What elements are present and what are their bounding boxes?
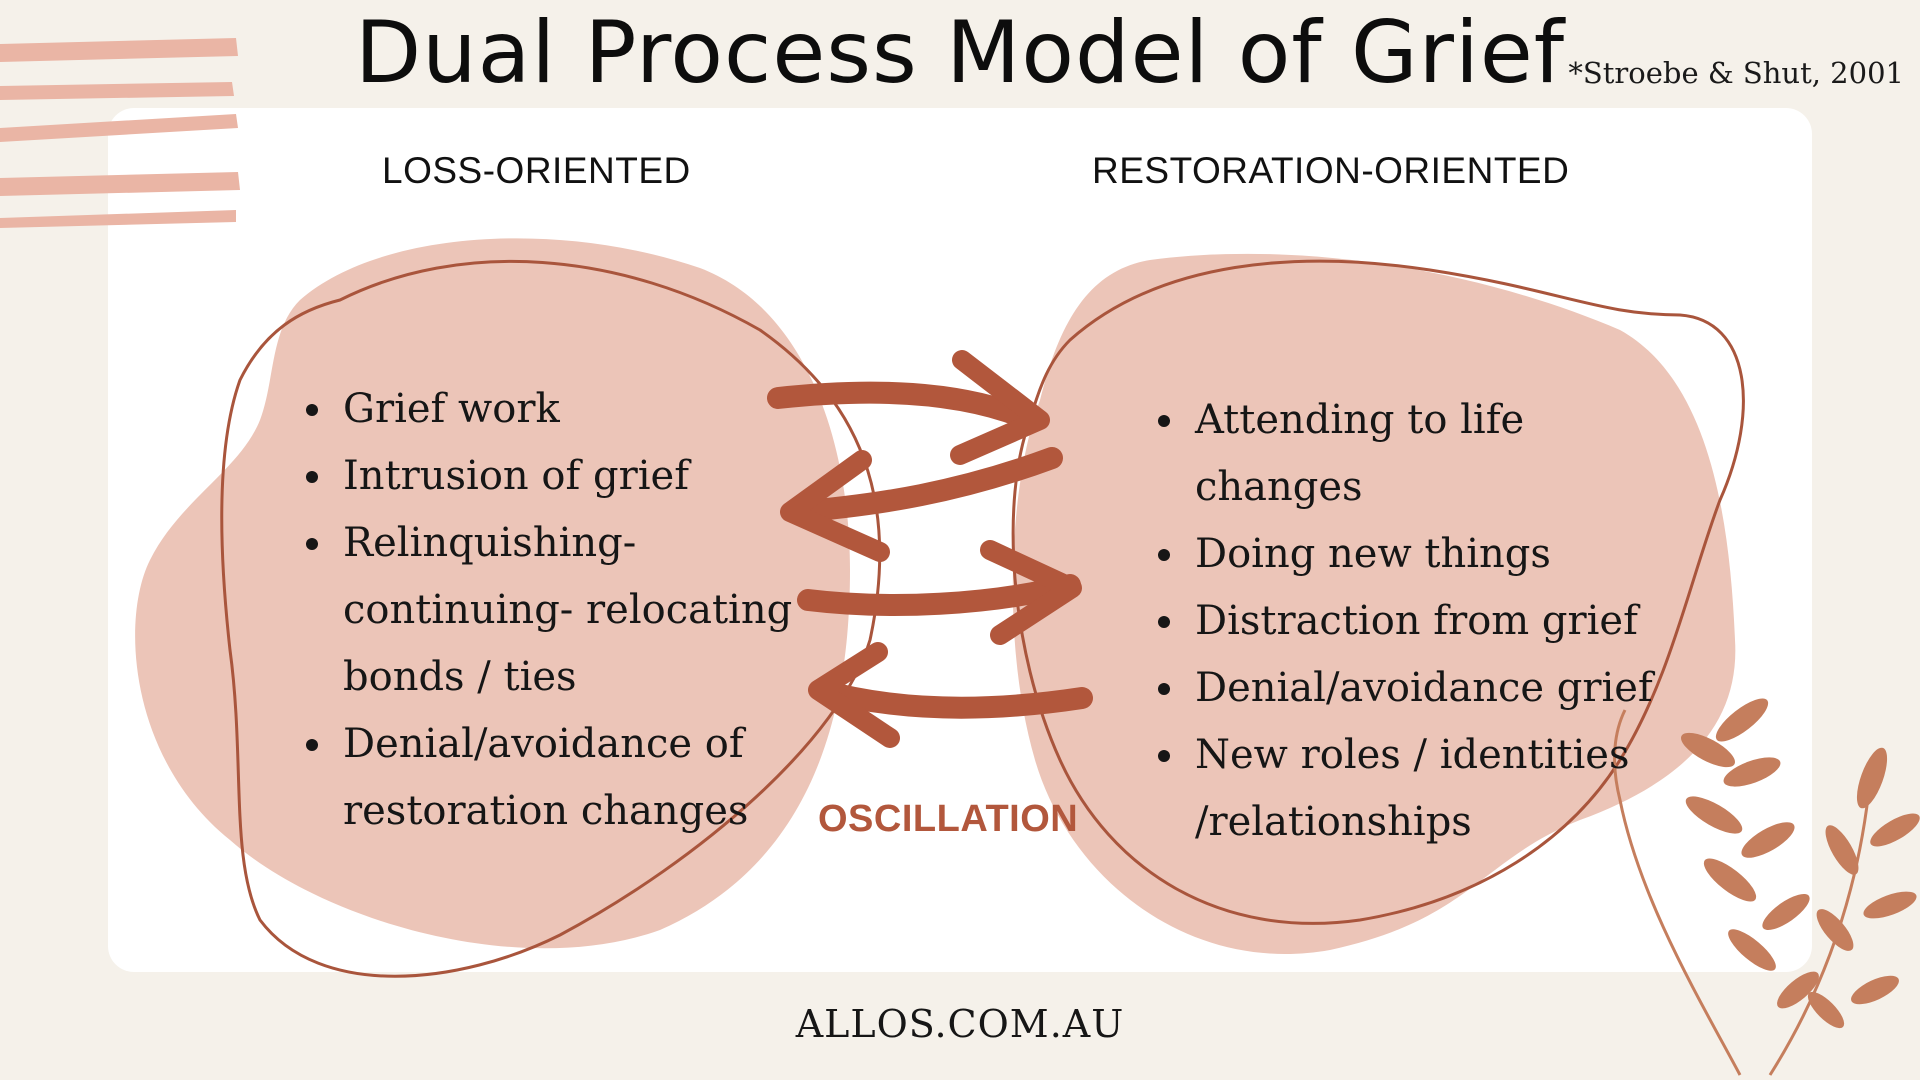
- arrow-right-shaft: [767, 381, 1041, 431]
- footer-website: ALLOS.COM.AU: [795, 1002, 1125, 1046]
- stripe-4: [0, 172, 240, 196]
- arrow-right: [767, 350, 1050, 465]
- restoration-outline: [1011, 259, 1745, 925]
- leaf: [1807, 991, 1845, 1029]
- arrow-left-head: [808, 642, 900, 748]
- oscillation-label: OSCILLATION: [818, 798, 1079, 840]
- leaf: [1856, 747, 1888, 809]
- list-item: Relinquishing- continuing- relocating bo…: [306, 510, 846, 711]
- arrow-left: [808, 642, 1093, 748]
- leaf: [1685, 796, 1743, 834]
- leaf: [1777, 971, 1819, 1009]
- leaf-stem: [1613, 709, 1742, 1076]
- leaf: [1816, 909, 1854, 951]
- arrow-right: [797, 540, 1082, 645]
- list-item: Doing new things: [1158, 521, 1678, 588]
- restoration-oriented-heading: RESTORATION-ORIENTED: [1092, 150, 1570, 191]
- oscillation-arrows: [767, 350, 1093, 748]
- leaf: [1825, 825, 1859, 875]
- leaf: [1762, 893, 1810, 931]
- page-title: Dual Process Model of Grief: [354, 3, 1566, 103]
- arrow-left-head: [780, 450, 890, 562]
- stripe-1: [0, 38, 238, 62]
- restoration-oriented-list: Attending to life changes Doing new thin…: [1158, 387, 1678, 856]
- restoration-blob: [1012, 253, 1736, 955]
- stripe-5: [0, 210, 236, 228]
- arrow-left-shaft: [809, 679, 1093, 719]
- loss-oriented-list: Grief work Intrusion of grief Relinquish…: [306, 376, 846, 845]
- list-item: Denial/avoidance of restoration changes: [306, 711, 846, 845]
- leaf: [1728, 929, 1776, 971]
- leaf: [1703, 858, 1757, 902]
- stripe-2: [0, 82, 234, 100]
- leaf-branch: [1613, 698, 1920, 1076]
- leaf: [1715, 698, 1769, 742]
- arrow-right-head: [980, 540, 1082, 645]
- arrow-left-shaft: [784, 447, 1063, 523]
- leaf: [1681, 732, 1735, 768]
- leaf: [1723, 757, 1781, 787]
- leaf: [1741, 822, 1795, 858]
- loss-oriented-heading: LOSS-ORIENTED: [382, 150, 691, 191]
- list-item: Grief work: [306, 376, 846, 443]
- list-item: Denial/avoidance grief: [1158, 655, 1678, 722]
- leaf: [1851, 975, 1899, 1005]
- decorative-stripes: [0, 38, 240, 228]
- list-item: New roles / identities /relationships: [1158, 722, 1678, 856]
- stripe-3: [0, 114, 238, 142]
- list-item: Intrusion of grief: [306, 443, 846, 510]
- arrow-right-head: [950, 350, 1050, 465]
- arrow-right-shaft: [797, 574, 1081, 616]
- loss-outline: [220, 260, 882, 978]
- arrow-left: [780, 447, 1063, 562]
- list-item: Attending to life changes: [1158, 387, 1678, 521]
- list-item: Distraction from grief: [1158, 588, 1678, 655]
- leaf: [1863, 891, 1917, 919]
- citation: *Stroebe & Shut, 2001: [1568, 56, 1904, 90]
- leaf: [1870, 813, 1920, 847]
